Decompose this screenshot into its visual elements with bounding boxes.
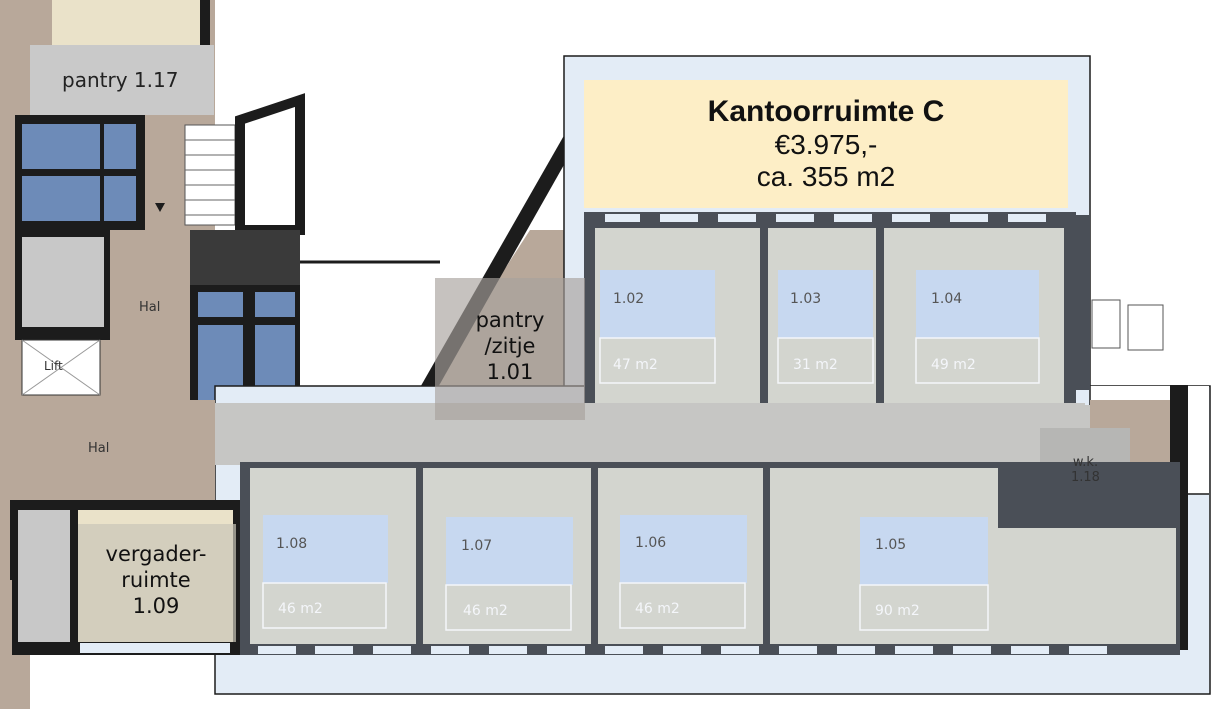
toilet [104, 124, 136, 169]
lift-label: Lift [44, 359, 63, 373]
pantry-117-area [30, 45, 214, 115]
corridor [215, 403, 1085, 465]
vergader-line2: ruimte [121, 568, 191, 592]
listing-area: ca. 355 m2 [756, 161, 896, 192]
top-windows [605, 214, 1046, 222]
vergader-windows [80, 643, 230, 653]
room-number: 1.06 [635, 535, 667, 551]
stair-steps [185, 139, 235, 216]
listing-name: Kantoorruimte C [707, 95, 945, 128]
wall [1076, 215, 1090, 390]
toilet [198, 292, 243, 317]
wk-line2: 1.18 [1071, 470, 1100, 485]
pantry-zitje-line1: pantry [475, 308, 545, 332]
room-number: 1.07 [461, 538, 493, 554]
stair-landing [145, 125, 185, 225]
bottom-windows [258, 646, 1107, 654]
wk-label: w.k. 1.18 [1071, 455, 1100, 485]
room-number: 1.08 [276, 536, 308, 552]
storage-room [22, 237, 104, 327]
pantry-zitje-line3: 1.01 [486, 360, 534, 384]
left-edge [0, 580, 12, 655]
top-room [52, 0, 202, 45]
toilet [255, 292, 295, 317]
listing-price: €3.975,- [774, 129, 878, 160]
room-area: 49 m2 [931, 357, 976, 373]
right-stairs [1091, 299, 1164, 351]
hal-upper-label: Hal [139, 300, 161, 315]
room-105-extension [998, 528, 1176, 644]
outside-area [300, 262, 440, 407]
stair-shaft-wall [235, 93, 305, 235]
room-area: 46 m2 [278, 601, 323, 617]
room-area: 90 m2 [875, 603, 920, 619]
hal-upper [110, 235, 190, 400]
listing-title-box: Kantoorruimte C €3.975,- ca. 355 m2 [584, 80, 1068, 208]
toilet [22, 176, 100, 221]
arrow-down-icon [155, 203, 165, 212]
vergader-line3: 1.09 [132, 594, 180, 618]
pantry-zitje-line2: /zitje [484, 334, 536, 358]
room-area: 31 m2 [793, 357, 838, 373]
vergaderruimte-label: vergader- ruimte 1.09 [86, 541, 226, 619]
room-number: 1.04 [931, 291, 963, 307]
vergader-overlay [78, 524, 236, 642]
room-area: 47 m2 [613, 357, 658, 373]
wall [200, 0, 210, 45]
stairs [184, 124, 236, 226]
vergader-line1: vergader- [105, 542, 207, 566]
storage-lower [18, 510, 70, 642]
pantry-zitje-box [435, 278, 585, 420]
hal-lower-label: Hal [88, 441, 110, 456]
shaft [190, 230, 300, 285]
wk-line1: w.k. [1072, 455, 1099, 470]
toilet [104, 176, 136, 221]
toilet [22, 124, 100, 169]
room-number: 1.02 [613, 291, 645, 307]
pantry-117-label: pantry 1.17 [62, 68, 179, 92]
room-area: 46 m2 [635, 601, 680, 617]
room-number: 1.05 [875, 537, 907, 553]
pantry-zitje-label: pantry /zitje 1.01 [462, 307, 558, 385]
hal-lower [0, 400, 215, 505]
room-area: 46 m2 [463, 603, 508, 619]
room-number: 1.03 [790, 291, 822, 307]
room-badges [262, 270, 1040, 631]
